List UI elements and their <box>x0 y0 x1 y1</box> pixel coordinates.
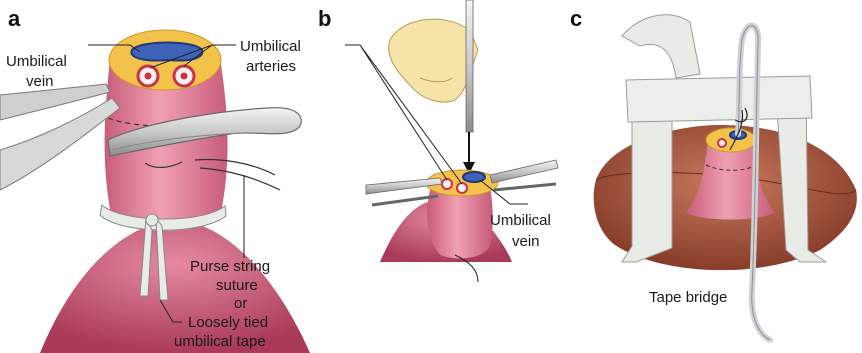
dilator-probe-b <box>466 0 473 132</box>
umbilical-vein-b <box>463 172 485 182</box>
panel-a: a Umbilical vei <box>0 6 310 353</box>
forceps-right-b <box>490 160 558 183</box>
panel-a-letter: a <box>8 6 21 31</box>
umbilical-artery-left-b <box>442 179 452 189</box>
umbilical-vein-a <box>131 43 202 61</box>
label-loosely-tied-1: Loosely tied <box>188 314 268 331</box>
umbilical-artery-c <box>718 139 726 147</box>
label-purse-string-1: Purse string <box>190 258 270 275</box>
tape-bridge-top <box>626 76 812 122</box>
panel-c-letter: c <box>570 6 582 31</box>
umbilical-artery-right-b <box>457 183 467 193</box>
label-umbilical-vein-2-a: vein <box>26 73 54 90</box>
panel-b: b Umbilical vein <box>318 0 558 282</box>
umbilical-tape-knot-a <box>146 214 158 226</box>
panel-c: c Tape bridge <box>570 6 857 340</box>
label-umbilical-vein-1-a: Umbilical <box>6 53 67 70</box>
forceps-right-lower-b <box>494 184 556 190</box>
label-umbilical-vein-2-b: vein <box>512 233 540 250</box>
label-tape-bridge: Tape bridge <box>649 289 727 306</box>
gloved-hand-b <box>389 19 478 102</box>
panel-b-letter: b <box>318 6 331 31</box>
label-umbilical-arteries-2-a: arteries <box>246 58 296 75</box>
artery-lumen-right-a <box>181 73 188 80</box>
label-umbilical-vein-1-b: Umbilical <box>490 212 551 229</box>
tape-bridge-loose-end <box>622 15 700 78</box>
label-umbilical-arteries-1-a: Umbilical <box>240 38 301 55</box>
label-purse-string-2: suture <box>216 277 258 294</box>
label-loosely-tied-2: umbilical tape <box>174 333 266 350</box>
artery-lumen-left-a <box>145 73 152 80</box>
label-or: or <box>234 295 247 312</box>
